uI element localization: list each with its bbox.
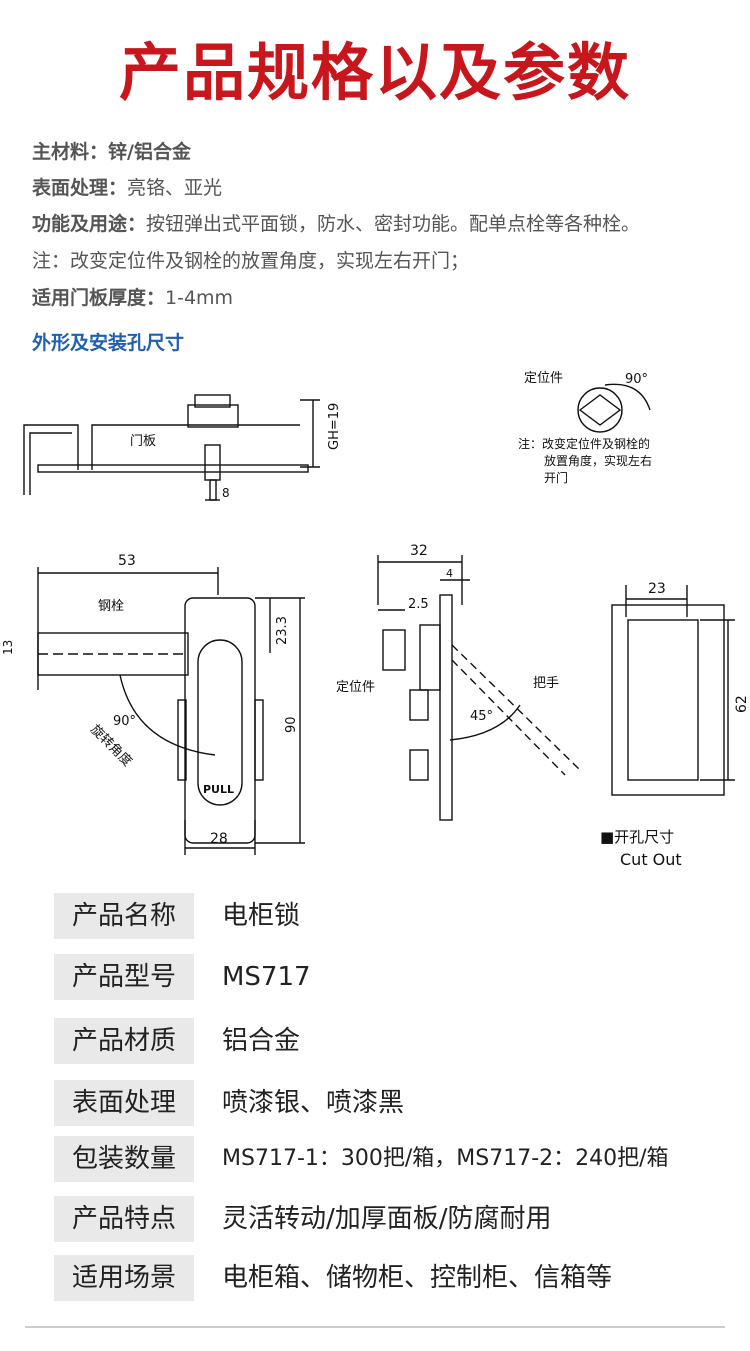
- row-label-scenes: 适用场景: [54, 1255, 194, 1301]
- row-value-scenes: 电柜箱、储物柜、控制柜、信箱等: [222, 1263, 613, 1293]
- row-label-features: 产品特点: [54, 1196, 194, 1242]
- dim-13: 13: [1, 640, 15, 655]
- dim-23-3: 23.3: [275, 616, 290, 645]
- dim-28: 28: [210, 831, 228, 847]
- dim-4: 4: [446, 567, 453, 580]
- gh-label: GH=19: [327, 403, 342, 450]
- row-label-material: 产品材质: [54, 1018, 194, 1064]
- row-label-package: 包装数量: [54, 1136, 194, 1182]
- spec-material: 主材料：锌/铝合金: [32, 141, 191, 163]
- pull-label: PULL: [203, 783, 234, 796]
- spec-note: 注：改变定位件及钢栓的放置角度，实现左右开门；: [32, 250, 470, 272]
- locator2-label: 定位件: [336, 680, 375, 695]
- angle-90-label: 90°: [625, 372, 648, 387]
- spec-function: 功能及用途：按钮弹出式平面锁，防水、密封功能。配单点栓等各种栓。: [32, 213, 641, 235]
- spec-thickness: 适用门板厚度：1-4mm: [32, 287, 234, 309]
- spec-surface: 表面处理：亮铬、亚光: [32, 177, 223, 199]
- row-label-model: 产品型号: [54, 954, 194, 1000]
- cutout-en-label: Cut Out: [620, 850, 682, 869]
- row-value-package: MS717-1：300把/箱，MS717-2：240把/箱: [222, 1146, 669, 1171]
- technical-drawing: 门板 GH=19 8 定位件 90° 注：改变定位件及钢栓的 放置角度，实现左右…: [1, 371, 750, 869]
- row-value-material: 铝合金: [222, 1026, 301, 1056]
- handle-label: 把手: [533, 676, 559, 691]
- section-heading: 外形及安装孔尺寸: [32, 332, 185, 354]
- divider: [25, 1326, 725, 1328]
- note-line1: 注：改变定位件及钢栓的: [518, 436, 650, 451]
- note-line2: 放置角度，实现左右: [544, 453, 652, 468]
- row-label-surface: 表面处理: [54, 1080, 194, 1126]
- row-value-surface: 喷漆银、喷漆黑: [222, 1088, 405, 1118]
- steel-bolt-label: 钢栓: [98, 599, 124, 614]
- row-value-name: 电柜锁: [222, 901, 301, 931]
- dim-8: 8: [222, 486, 230, 500]
- dim-90: 90: [284, 716, 299, 733]
- dim-23: 23: [648, 581, 666, 597]
- note-line3: 开门: [544, 470, 568, 485]
- locator-label: 定位件: [524, 371, 563, 386]
- dim-62: 62: [734, 695, 750, 713]
- dim-2-5: 2.5: [408, 597, 429, 612]
- row-value-model: MS717: [222, 962, 311, 992]
- page-title: 产品规格以及参数: [118, 36, 631, 109]
- dim-53: 53: [118, 553, 136, 569]
- row-label-name: 产品名称: [54, 893, 194, 939]
- angle-90b-label: 90°: [113, 714, 136, 729]
- angle-45-label: 45°: [470, 709, 493, 724]
- cutout-cn-label: ■开孔尺寸: [600, 828, 674, 846]
- door-panel-label: 门板: [130, 434, 156, 449]
- dim-32: 32: [410, 543, 428, 559]
- row-value-features: 灵活转动/加厚面板/防腐耐用: [222, 1204, 552, 1234]
